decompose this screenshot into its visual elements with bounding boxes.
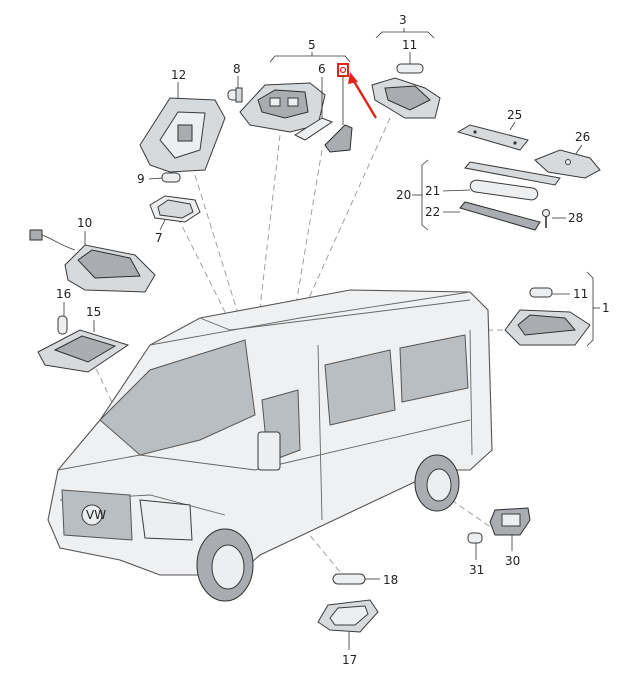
- part-1-light-unit[interactable]: [504, 309, 591, 346]
- part-15-lamp[interactable]: [37, 329, 130, 373]
- label-5: 5: [308, 38, 316, 52]
- label-11a: 11: [402, 38, 417, 52]
- part-7-lamp[interactable]: [149, 195, 201, 223]
- label-3: 3: [399, 13, 407, 27]
- label-16: 16: [56, 287, 71, 301]
- part-20-strip[interactable]: [464, 161, 561, 186]
- part-lens-highlighted[interactable]: [324, 124, 353, 153]
- label-12: 12: [171, 68, 186, 82]
- label-22: 22: [425, 205, 440, 219]
- part-16-bulb[interactable]: [57, 315, 68, 335]
- label-31: 31: [469, 563, 484, 577]
- label-25: 25: [507, 108, 522, 122]
- label-28: 28: [568, 211, 583, 225]
- part-9-bulb[interactable]: [161, 172, 181, 183]
- label-30: 30: [505, 554, 520, 568]
- part-18-bulb[interactable]: [332, 573, 366, 585]
- part-8-bulb[interactable]: [227, 87, 243, 103]
- label-10: 10: [77, 216, 92, 230]
- part-28-screw[interactable]: [542, 209, 550, 229]
- part-26-bracket[interactable]: [534, 149, 601, 179]
- part-31-bulb[interactable]: [467, 532, 483, 544]
- part-5-interior-light[interactable]: [239, 82, 326, 133]
- label-9: 9: [137, 172, 145, 186]
- label-15: 15: [86, 305, 101, 319]
- part-12-frame[interactable]: [139, 97, 226, 173]
- label-26: 26: [575, 130, 590, 144]
- label-7: 7: [155, 231, 163, 245]
- label-20: 20: [396, 188, 411, 202]
- highlight-marker[interactable]: [337, 63, 349, 77]
- label-18: 18: [383, 573, 398, 587]
- part-30-switch-light[interactable]: [489, 507, 531, 536]
- svg-text:VW: VW: [86, 508, 106, 522]
- red-arrow: [348, 72, 378, 119]
- part-6-lens[interactable]: [293, 117, 334, 141]
- label-6: 6: [318, 62, 326, 76]
- label-1: 1: [602, 301, 610, 315]
- part-21-tube[interactable]: [469, 179, 539, 201]
- part-11-bulb-top[interactable]: [396, 63, 424, 74]
- part-10-light-unit[interactable]: [29, 229, 156, 293]
- part-3-light-housing[interactable]: [371, 77, 441, 119]
- part-11-bulb-right[interactable]: [529, 287, 553, 298]
- part-22-diffuser[interactable]: [459, 201, 541, 231]
- part-17-lamp[interactable]: [317, 599, 379, 633]
- label-8: 8: [233, 62, 241, 76]
- label-21: 21: [425, 184, 440, 198]
- label-11b: 11: [573, 287, 588, 301]
- van-illustration: VW: [47, 289, 493, 602]
- label-17: 17: [342, 653, 357, 667]
- part-25-plate[interactable]: [456, 124, 529, 151]
